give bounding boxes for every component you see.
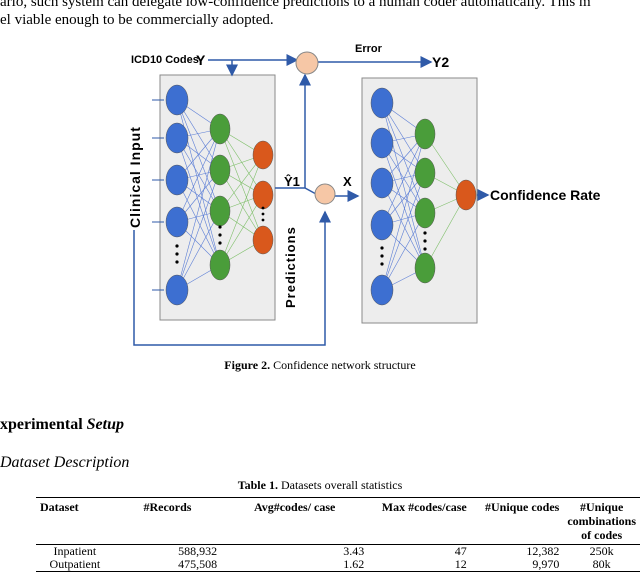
col-dataset: Dataset xyxy=(40,500,79,514)
dataset-statistics-table: Dataset #Records Avg#codes/ case Max #co… xyxy=(36,497,640,572)
hidden-node xyxy=(414,157,436,189)
output-node xyxy=(252,225,274,255)
input-node xyxy=(370,274,394,306)
cell: Inpatient xyxy=(53,544,97,558)
table-caption: Table 1. Datasets overall statistics xyxy=(237,478,403,492)
input-node xyxy=(165,84,189,116)
y2-label: Y2 xyxy=(432,54,449,70)
cell: Outpatient xyxy=(49,557,101,571)
hidden-node xyxy=(209,154,231,186)
error-label: Error xyxy=(355,43,383,55)
icd-codes-label: ICD10 Codes xyxy=(131,54,199,66)
table-row: Outpatient 475,508 1.62 12 9,970 80k xyxy=(36,558,640,572)
cell: 12,382 xyxy=(526,544,560,558)
output-node xyxy=(455,179,477,211)
clinical-input-loop xyxy=(133,210,331,346)
cell: 1.62 xyxy=(343,557,365,571)
cell: 588,932 xyxy=(178,544,218,558)
input-node xyxy=(370,209,394,241)
y1-line xyxy=(275,187,317,195)
error-node xyxy=(295,51,319,75)
y1-label: Ŷ1 xyxy=(284,174,300,189)
col-max-codes: Max #codes/case xyxy=(381,500,467,514)
hidden-node xyxy=(414,197,436,229)
network-nodes xyxy=(165,84,477,306)
cell: 12 xyxy=(454,557,467,571)
cell: 475,508 xyxy=(178,557,218,571)
input-node xyxy=(165,164,189,196)
clinical-input-label: Clinical Input xyxy=(127,126,143,228)
cell: 80k xyxy=(592,557,611,571)
col-unique-combinations: #Unique combinations of codes xyxy=(567,500,637,542)
col-records: #Records xyxy=(143,500,192,514)
hidden-node xyxy=(414,252,436,284)
confidence-network-diagram: ICD10 Codes Y Error Y2 Ŷ1 X Confidence R… xyxy=(127,43,601,346)
paragraph-line-1: ario, such system can delegate low-confi… xyxy=(0,0,591,10)
input-node xyxy=(165,122,189,154)
cell: 250k xyxy=(589,544,614,558)
input-node xyxy=(370,127,394,159)
cell: 3.43 xyxy=(343,544,365,558)
col-avg-codes: Avg#codes/ case xyxy=(253,500,336,514)
output-node xyxy=(252,180,274,210)
section-heading: xperimental Setup xyxy=(0,416,124,433)
ellipsis-dots xyxy=(175,206,427,266)
y-label: Y xyxy=(196,52,206,68)
input-node xyxy=(165,274,189,306)
figure-caption: Figure 2. Confidence network structure xyxy=(224,358,416,372)
cell: 9,970 xyxy=(532,557,560,571)
table-header-row: Dataset #Records Avg#codes/ case Max #co… xyxy=(36,497,640,545)
x-node xyxy=(314,183,336,205)
paragraph-line-2: el viable enough to be commercially adop… xyxy=(0,12,274,28)
hidden-node xyxy=(209,195,231,227)
col-unique-codes: #Unique codes xyxy=(484,500,560,514)
hidden-node xyxy=(414,118,436,150)
hidden-node xyxy=(209,113,231,145)
x-label: X xyxy=(343,174,352,189)
subsection-heading: Dataset Description xyxy=(0,454,130,471)
table-row: Inpatient 588,932 3.43 47 12,382 250k xyxy=(36,545,640,559)
output-node xyxy=(252,140,274,170)
cell: 47 xyxy=(454,544,467,558)
confidence-rate-label: Confidence Rate xyxy=(490,187,601,203)
input-node xyxy=(165,206,189,238)
hidden-node xyxy=(209,249,231,281)
input-node xyxy=(370,167,394,199)
input-node xyxy=(370,87,394,119)
predictions-label: Predictions xyxy=(283,226,298,308)
